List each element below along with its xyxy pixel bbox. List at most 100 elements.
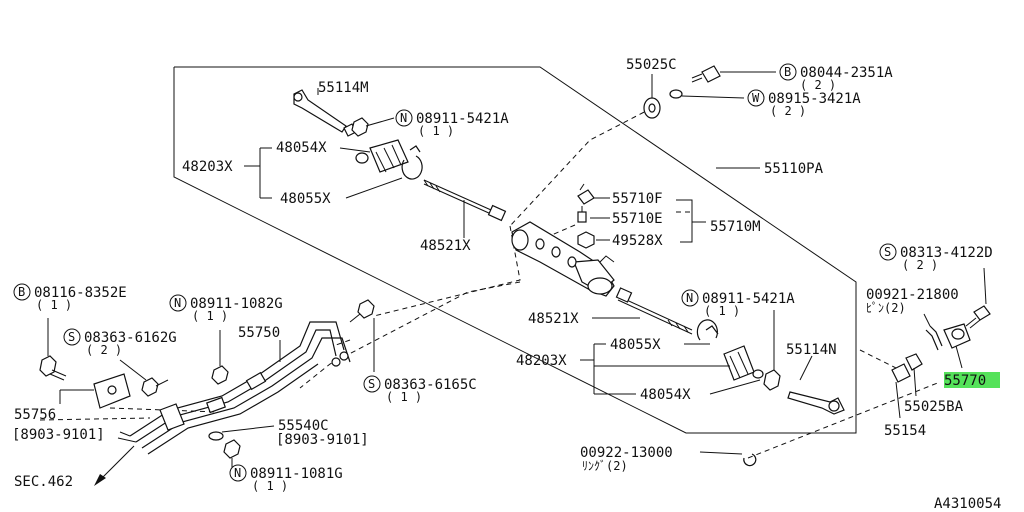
- label-08911-5421a-top: 08911-5421A: [416, 111, 509, 127]
- label-48203x-bottom: 48203X: [516, 353, 567, 369]
- label-pin-qty: ﾋﾟﾝ(2): [866, 301, 906, 315]
- pin-00921: [925, 325, 943, 351]
- bolt-08363-6165c: [349, 299, 375, 323]
- bracket-48203x-top: [244, 147, 403, 199]
- label-00922-13000: 00922-13000: [580, 445, 673, 461]
- label-55114n: 55114N: [786, 342, 837, 358]
- label-08044-2351a: 08044-2351A: [800, 65, 893, 81]
- label-08116-8352e: 08116-8352E: [34, 285, 127, 301]
- valve-55710f: [577, 183, 595, 205]
- prefix-b-circle: [13, 283, 31, 301]
- label-55750: 55750: [238, 325, 280, 341]
- prefix-b: B: [18, 285, 25, 299]
- bracket-55710m: [676, 199, 706, 243]
- inner-rod-top: [423, 179, 507, 222]
- label-ring-qty: ﾘﾝｸﾞ(2): [582, 459, 628, 473]
- label-55025c: 55025C: [626, 57, 677, 73]
- prefix-n-circle: [169, 294, 187, 312]
- bolt-08313: [965, 305, 991, 329]
- leader: [923, 313, 931, 327]
- prefix-b: B: [784, 65, 791, 79]
- qty-08911-5421a-bottom: ( 1 ): [704, 304, 740, 318]
- label-55770: 55770: [944, 373, 986, 389]
- sec-arrow: [99, 445, 135, 481]
- bracket-48203x-bottom: [580, 343, 761, 395]
- label-08911-5421a-bottom: 08911-5421A: [702, 291, 795, 307]
- qty-08313-4122d: ( 2 ): [902, 258, 938, 272]
- prefix-n: N: [234, 466, 241, 480]
- dashed-leader: [299, 281, 521, 389]
- prefix-s: S: [368, 377, 375, 391]
- label-55540c-range: [8903-9101]: [276, 432, 369, 448]
- clamp-55770: [943, 323, 971, 349]
- bracket-55756: [59, 373, 131, 409]
- label-48521x-top: 48521X: [420, 238, 471, 254]
- cap-49528x: [577, 231, 595, 249]
- qty-08363-6165c: ( 1 ): [386, 390, 422, 404]
- prefix-s: S: [68, 330, 75, 344]
- washer-08915: [669, 89, 683, 99]
- qty-08116-8352e: ( 1 ): [36, 298, 72, 312]
- label-55110pa: 55110PA: [764, 161, 824, 177]
- boot-bottom: [723, 345, 764, 381]
- dashed-leader: [747, 381, 941, 459]
- qty-08911-1082g: ( 1 ): [192, 309, 228, 323]
- leader: [983, 267, 987, 305]
- inner-rod-bottom: [615, 287, 693, 335]
- label-48055x-top: 48055X: [280, 191, 331, 207]
- bolt-08044: [691, 65, 721, 83]
- fitting-55154: [891, 363, 911, 419]
- ring-00922: [743, 453, 757, 467]
- prefix-s-circle: [879, 243, 897, 261]
- boot-top: [355, 139, 409, 173]
- leader: [221, 425, 275, 433]
- label-48054x-top: 48054X: [276, 140, 327, 156]
- label-55756-range: [8903-9101]: [12, 427, 105, 443]
- label-08911-1081g: 08911-1081G: [250, 466, 343, 482]
- label-48055x-bottom: 48055X: [610, 337, 661, 353]
- clip-bottom: [696, 319, 719, 341]
- prefix-n-circle: [681, 289, 699, 307]
- sec-arrow-head: [94, 474, 106, 486]
- label-55154: 55154: [884, 423, 926, 439]
- prefix-w-circle: [747, 89, 765, 107]
- prefix-s-circle: [363, 375, 381, 393]
- dashed-leader: [335, 339, 351, 346]
- qty-08363-6162g: ( 2 ): [86, 343, 122, 357]
- prefix-n: N: [400, 111, 407, 125]
- assembly-frame: [173, 66, 857, 434]
- label-55710f: 55710F: [612, 191, 663, 207]
- label-00921-21800: 00921-21800: [866, 287, 959, 303]
- leader: [699, 451, 743, 455]
- prefix-n-circle: [229, 464, 247, 482]
- qty-08911-1081g: ( 1 ): [252, 479, 288, 493]
- leader: [799, 355, 813, 381]
- label-55710m: 55710M: [710, 219, 761, 235]
- nut-top: [351, 117, 369, 137]
- leader: [365, 117, 395, 127]
- bolt-08116: [39, 355, 67, 381]
- prefix-w: W: [752, 91, 760, 105]
- dashed-leader: [39, 417, 151, 421]
- nut-08911-1082g: [211, 365, 229, 385]
- label-55756: 55756: [14, 407, 56, 423]
- prefix-n: N: [174, 296, 181, 310]
- label-sec462: SEC.462: [14, 474, 73, 490]
- diagram-code: A4310054: [934, 496, 1001, 512]
- label-48203x-top: 48203X: [182, 159, 233, 175]
- tie-rod-end-top: [293, 89, 357, 137]
- clip-top: [401, 145, 423, 180]
- nut-bottom: [763, 369, 781, 391]
- nut-08911-1081g: [223, 439, 241, 459]
- label-55540c: 55540C: [278, 418, 329, 434]
- label-48521x-bottom: 48521X: [528, 311, 579, 327]
- dashed-leader: [859, 349, 901, 371]
- prefix-s: S: [884, 245, 891, 259]
- prefix-n-circle: [395, 109, 413, 127]
- qty-08911-5421a-top: ( 1 ): [418, 124, 454, 138]
- label-08915-3421a: 08915-3421A: [768, 91, 861, 107]
- prefix-n: N: [686, 291, 693, 305]
- prefix-b-circle: [779, 63, 797, 81]
- highlight-55770: [944, 372, 1000, 388]
